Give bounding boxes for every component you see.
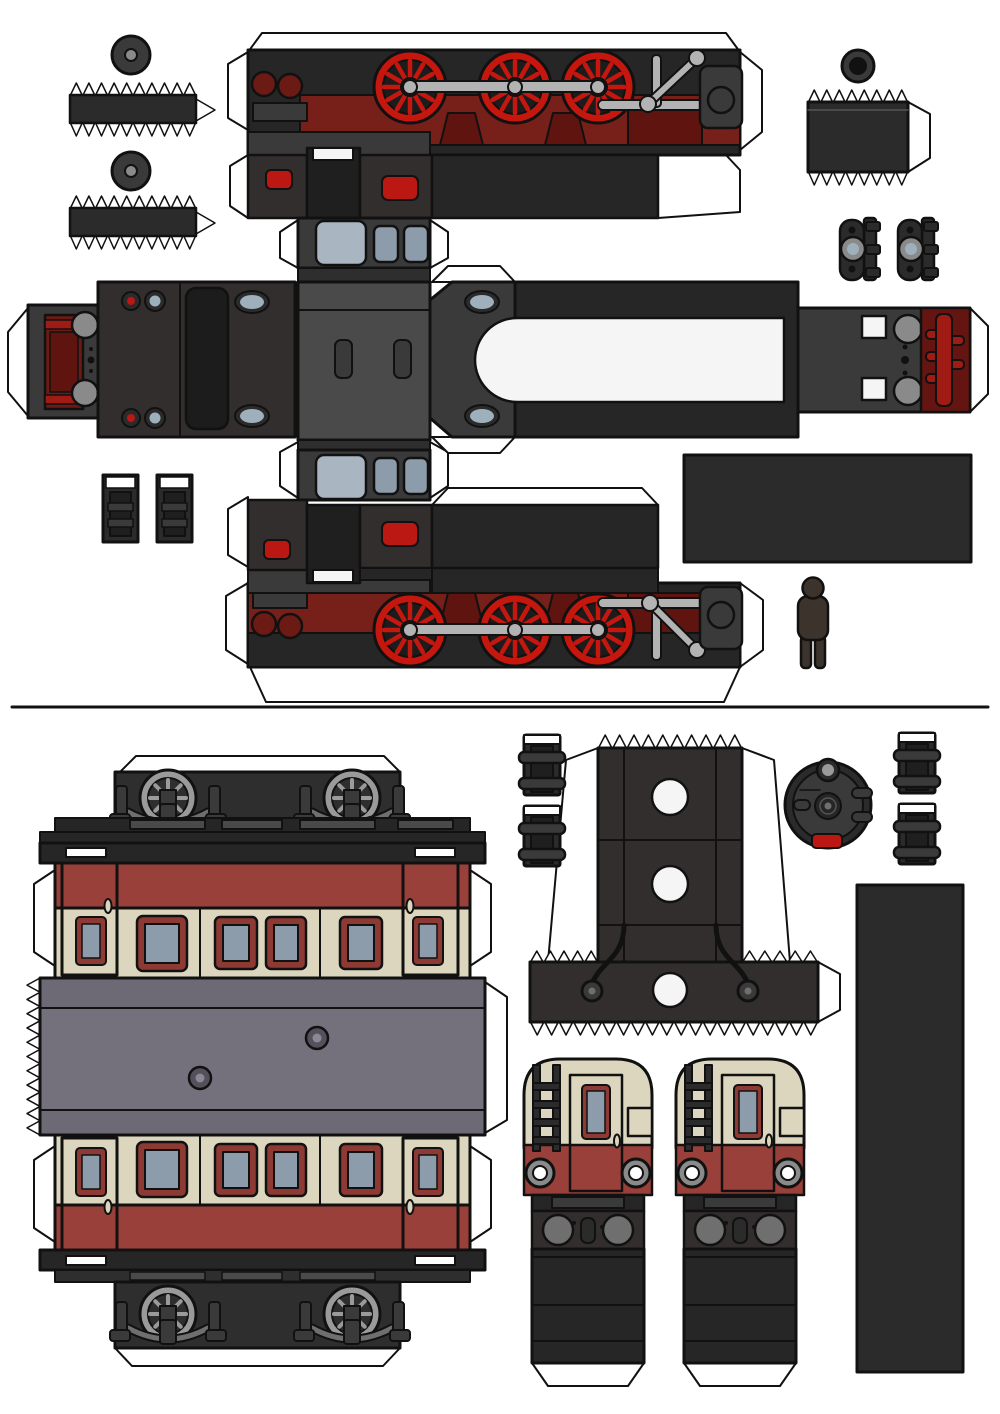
coal-panel <box>682 453 973 564</box>
glue-strip-2 <box>68 195 216 250</box>
glue-strip-1 <box>68 82 216 137</box>
roof-strip <box>855 883 965 1374</box>
buffer-cylinder-2 <box>517 804 567 868</box>
step-piece-2 <box>155 473 194 544</box>
coach-chassis-t <box>528 734 841 1036</box>
coach-body <box>26 755 508 1367</box>
locomotive-side-upright <box>225 487 764 703</box>
coach-end-2 <box>674 1057 806 1388</box>
wheel-disc-1 <box>110 34 152 76</box>
coach-end-1 <box>522 1057 654 1388</box>
scale-figure <box>796 576 830 670</box>
smokebox-strip <box>806 89 931 186</box>
wheel-disc-2 <box>110 150 152 192</box>
wheel-face-disc <box>783 757 873 850</box>
buffer-cylinder-3 <box>892 731 942 795</box>
step-piece-1 <box>101 473 140 544</box>
buffer-cylinder-1 <box>517 733 567 797</box>
buffer-cylinder-4 <box>892 802 942 866</box>
cab-fold-cross <box>279 216 449 502</box>
frame-walkway-strip <box>7 265 989 454</box>
axle-clamp-1 <box>838 216 882 282</box>
locomotive-side-inverted <box>227 32 763 220</box>
smokebox-disc <box>840 48 876 84</box>
axle-clamp-2 <box>896 216 940 282</box>
